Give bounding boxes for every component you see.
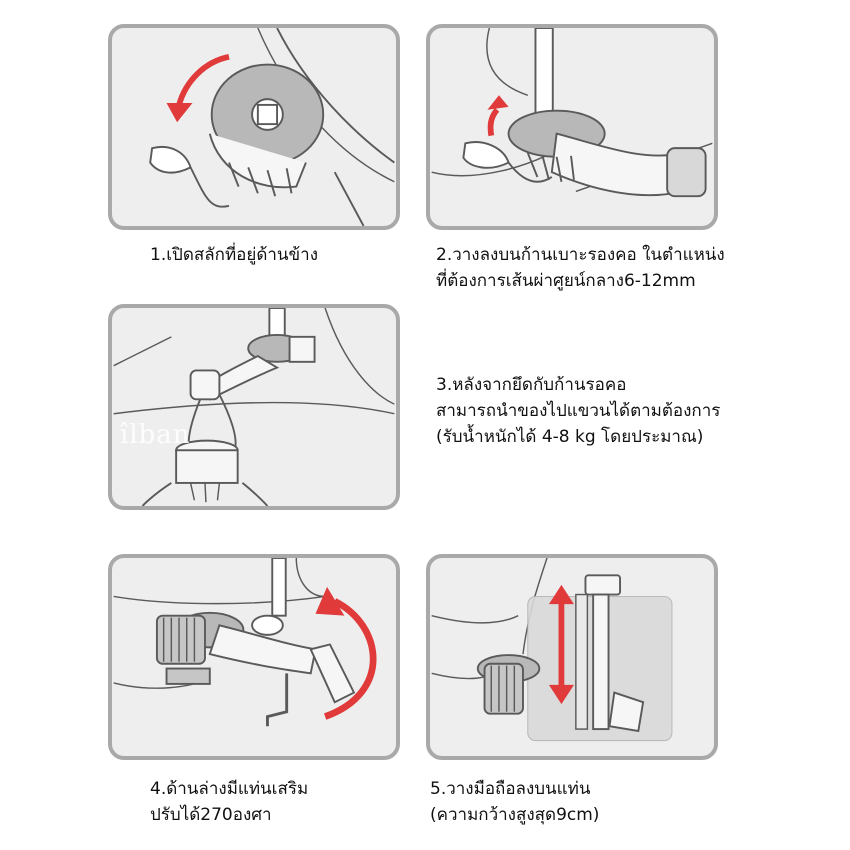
rotate-arrow-icon — [176, 54, 230, 106]
step-2-illustration — [426, 24, 718, 230]
rotate-arrow-icon — [323, 598, 377, 720]
caption-line: 2.วางลงบนก้านเบาะรองคอ ในตำแหน่ง — [436, 245, 725, 265]
rotating-stand-drawing — [113, 558, 377, 727]
hook-open-latch-drawing — [149, 28, 395, 226]
caption-line: (ความกว้างสูงสุด9cm) — [430, 805, 600, 825]
step-4-caption: 4.ด้านล่างมีแท่นเสริม ปรับได้270องศา — [150, 776, 308, 828]
caption-line: 1.เปิดสลักที่อยู่ด้านข้าง — [150, 245, 318, 265]
caption-line: 5.วางมือถือลงบนแท่น — [430, 779, 591, 799]
step-5-caption: 5.วางมือถือลงบนแท่น (ความกว้างสูงสุด9cm) — [430, 776, 599, 828]
step-1-caption: 1.เปิดสลักที่อยู่ด้านข้าง — [150, 242, 318, 268]
caption-line: ที่ต้องการเส้นผ่าศูยน์กลาง6-12mm — [436, 271, 696, 291]
up-arrow-icon — [487, 107, 500, 137]
caption-line: 4.ด้านล่างมีแท่นเสริม — [150, 779, 309, 799]
caption-line: (รับน้ำหนักได้ 4-8 kg โดยประมาณ) — [436, 427, 704, 447]
caption-line: ปรับได้270องศา — [150, 805, 272, 825]
caption-line: สามารถนำของไปแขวนได้ตามต้องการ — [436, 401, 721, 421]
caption-line: 3.หลังจากยึดกับก้านรอคอ — [436, 375, 627, 395]
step-3-illustration: îlban — [108, 304, 400, 510]
watermark-text: îlban — [120, 420, 191, 450]
step-1-illustration — [108, 24, 400, 230]
step-5-illustration — [426, 554, 718, 760]
hanging-bag-drawing — [113, 308, 395, 506]
step-4-illustration — [108, 554, 400, 760]
phone-holder-drawing — [431, 558, 673, 742]
hook-on-headrest-drawing — [431, 28, 713, 198]
step-3-caption: 3.หลังจากยึดกับก้านรอคอ สามารถนำของไปแขว… — [436, 372, 720, 450]
step-2-caption: 2.วางลงบนก้านเบาะรองคอ ในตำแหน่ง ที่ต้อง… — [436, 242, 725, 294]
